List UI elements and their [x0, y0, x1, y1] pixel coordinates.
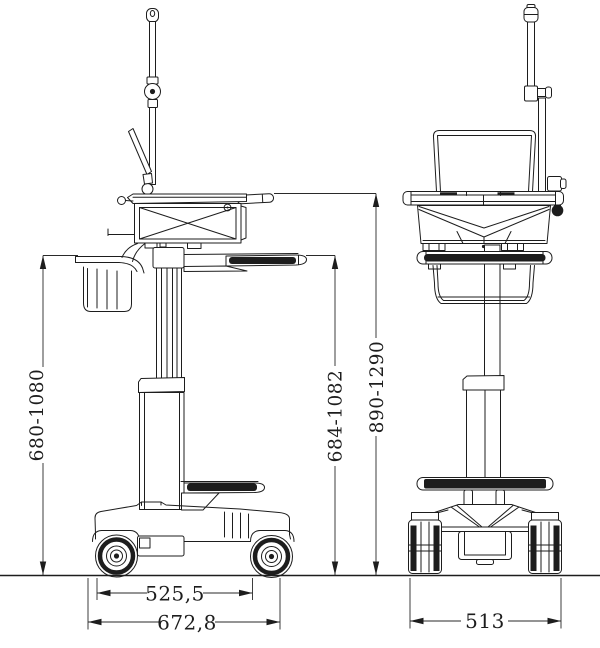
keyboard-tray-side — [183, 253, 307, 272]
side-view — [75, 8, 307, 578]
dim-label-wheel-distance: 525,5 — [145, 582, 205, 606]
lift-column-side — [138, 247, 185, 510]
dim-base-width: 513 — [409, 578, 562, 633]
right-caster — [528, 512, 562, 574]
keyboard-tray-front — [416, 251, 553, 270]
storage-bin-front — [417, 205, 551, 251]
dim-label-base-depth: 672,8 — [157, 611, 217, 635]
dimension-annotations: 680-1080 684-1082 890-1290 525,5 672,8 — [27, 193, 562, 635]
dim-worktop-height: 890-1290 — [274, 193, 388, 575]
monitor — [432, 130, 537, 192]
iv-pole-side — [141, 8, 161, 195]
storage-box — [107, 196, 247, 249]
dim-tray-height: 684-1082 — [306, 255, 347, 575]
storage-basket-front — [432, 265, 535, 304]
cart-base-front — [413, 504, 557, 565]
dim-label-worktop-height: 890-1290 — [367, 341, 388, 434]
lift-column-front — [462, 244, 505, 478]
dim-wheel-distance: 525,5 — [96, 578, 253, 606]
storage-basket-side — [75, 243, 146, 312]
left-caster — [408, 512, 442, 574]
front-wheel — [250, 535, 293, 578]
cart-base-side — [92, 501, 295, 557]
dim-label-tray-height: 684-1082 — [326, 370, 347, 463]
dim-base-depth: 672,8 — [87, 578, 281, 635]
dim-label-basket-height: 680-1080 — [27, 369, 48, 462]
worktop-side — [127, 193, 275, 205]
lower-shelf-side — [180, 481, 265, 511]
tilt-handle — [128, 128, 153, 185]
rear-wheel — [95, 534, 138, 578]
dim-label-base-width: 513 — [465, 609, 505, 633]
front-view — [402, 4, 567, 574]
worktop-front — [402, 191, 564, 217]
dim-basket-height: 680-1080 — [27, 255, 78, 575]
